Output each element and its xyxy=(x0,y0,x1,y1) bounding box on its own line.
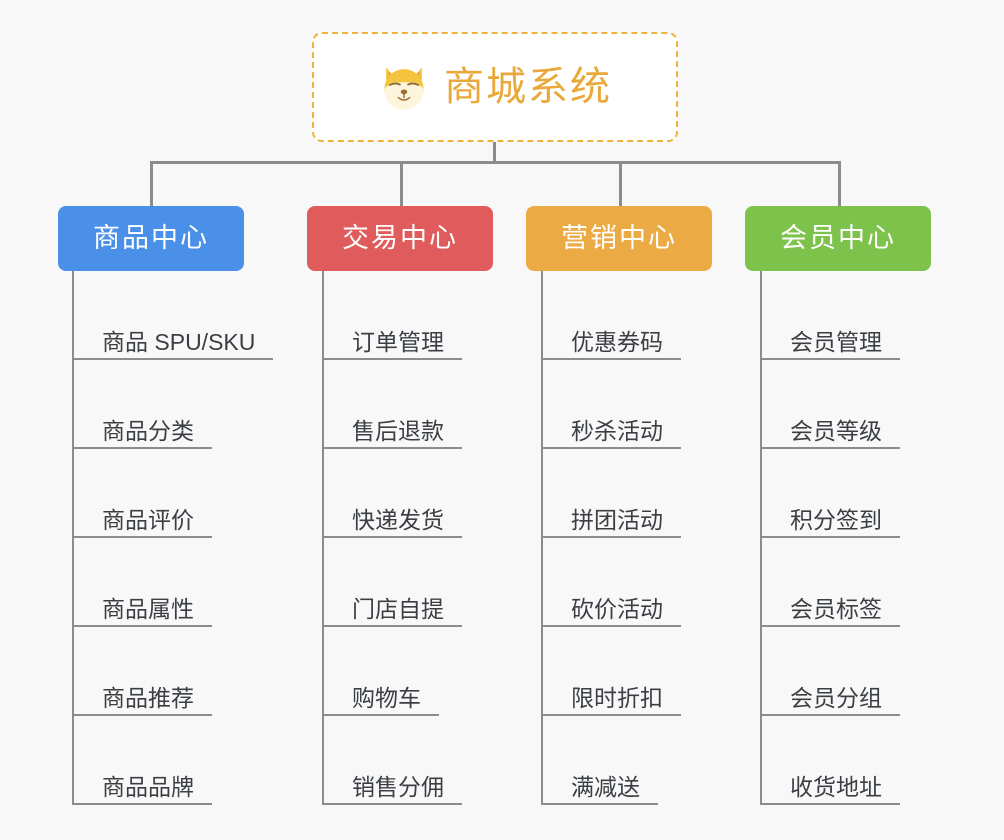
category-label: 会员中心 xyxy=(780,223,896,253)
leaf-item-label: 满减送 xyxy=(571,773,640,800)
leaf-item-label: 会员等级 xyxy=(790,417,882,444)
leaf-item-label: 商品分类 xyxy=(102,417,194,444)
leaf-item[interactable]: 订单管理 xyxy=(322,271,462,360)
root-title: 商城系统 xyxy=(444,65,612,109)
leaf-item[interactable]: 会员分组 xyxy=(760,627,900,716)
leaf-item[interactable]: 门店自提 xyxy=(322,538,462,627)
leaf-item[interactable]: 商品品牌 xyxy=(72,716,212,805)
connector-drop-2 xyxy=(400,161,403,206)
leaf-item-label: 销售分佣 xyxy=(352,773,444,800)
leaf-item-label: 商品评价 xyxy=(102,506,194,533)
leaf-item[interactable]: 购物车 xyxy=(322,627,439,716)
leaf-item-label: 订单管理 xyxy=(352,328,444,355)
branch-trunk xyxy=(72,271,74,805)
leaf-item[interactable]: 收货地址 xyxy=(760,716,900,805)
leaf-item-label: 商品属性 xyxy=(102,595,194,622)
category-box-2[interactable]: 交易中心 xyxy=(307,206,493,271)
leaf-item[interactable]: 会员等级 xyxy=(760,360,900,449)
leaf-item[interactable]: 满减送 xyxy=(541,716,658,805)
leaf-item[interactable]: 会员管理 xyxy=(760,271,900,360)
leaf-item[interactable]: 商品 SPU/SKU xyxy=(72,271,274,360)
leaf-item-label: 购物车 xyxy=(352,684,421,711)
leaf-item-label: 秒杀活动 xyxy=(571,417,663,444)
leaf-item[interactable]: 秒杀活动 xyxy=(541,360,681,449)
leaf-item-label: 积分签到 xyxy=(790,506,882,533)
branch-trunk xyxy=(322,271,324,805)
root-node[interactable]: 商城系统 xyxy=(312,32,678,142)
connector-drop-3 xyxy=(619,161,622,206)
connector-drop-1 xyxy=(150,161,153,206)
leaf-item-label: 收货地址 xyxy=(790,773,882,800)
leaf-item-label: 限时折扣 xyxy=(571,684,663,711)
category-box-1[interactable]: 商品中心 xyxy=(58,206,244,271)
leaf-item-label: 会员标签 xyxy=(790,595,882,622)
leaf-item-label: 门店自提 xyxy=(352,595,444,622)
leaf-item-label: 快递发货 xyxy=(352,506,444,533)
branch-trunk xyxy=(541,271,543,805)
leaf-item[interactable]: 限时折扣 xyxy=(541,627,681,716)
leaf-item[interactable]: 售后退款 xyxy=(322,360,462,449)
leaf-item[interactable]: 销售分佣 xyxy=(322,716,462,805)
leaf-item-label: 拼团活动 xyxy=(571,506,663,533)
leaf-item-label: 会员管理 xyxy=(790,328,882,355)
leaf-item[interactable]: 优惠券码 xyxy=(541,271,681,360)
branch-trunk xyxy=(760,271,762,805)
leaf-item[interactable]: 砍价活动 xyxy=(541,538,681,627)
leaf-item-label: 商品品牌 xyxy=(102,773,194,800)
leaf-item-label: 商品推荐 xyxy=(102,684,194,711)
category-label: 商品中心 xyxy=(93,223,209,253)
leaf-item-label: 售后退款 xyxy=(352,417,444,444)
connector-drop-4 xyxy=(838,161,841,206)
connector-bus xyxy=(150,161,840,164)
category-box-3[interactable]: 营销中心 xyxy=(526,206,712,271)
leaf-item[interactable]: 商品属性 xyxy=(72,538,212,627)
leaf-item-label: 商品 SPU/SKU xyxy=(102,328,256,355)
leaf-item[interactable]: 商品推荐 xyxy=(72,627,212,716)
leaf-item[interactable]: 会员标签 xyxy=(760,538,900,627)
leaf-item[interactable]: 拼团活动 xyxy=(541,449,681,538)
category-box-4[interactable]: 会员中心 xyxy=(745,206,931,271)
leaf-item[interactable]: 商品分类 xyxy=(72,360,212,449)
root-connector-stem xyxy=(493,142,496,164)
dog-face-icon xyxy=(378,61,430,113)
leaf-item-label: 砍价活动 xyxy=(571,595,663,622)
leaf-item[interactable]: 积分签到 xyxy=(760,449,900,538)
category-label: 营销中心 xyxy=(561,223,677,253)
leaf-item[interactable]: 快递发货 xyxy=(322,449,462,538)
leaf-item[interactable]: 商品评价 xyxy=(72,449,212,538)
leaf-item-label: 会员分组 xyxy=(790,684,882,711)
leaf-item-label: 优惠券码 xyxy=(571,328,663,355)
category-label: 交易中心 xyxy=(342,223,458,253)
